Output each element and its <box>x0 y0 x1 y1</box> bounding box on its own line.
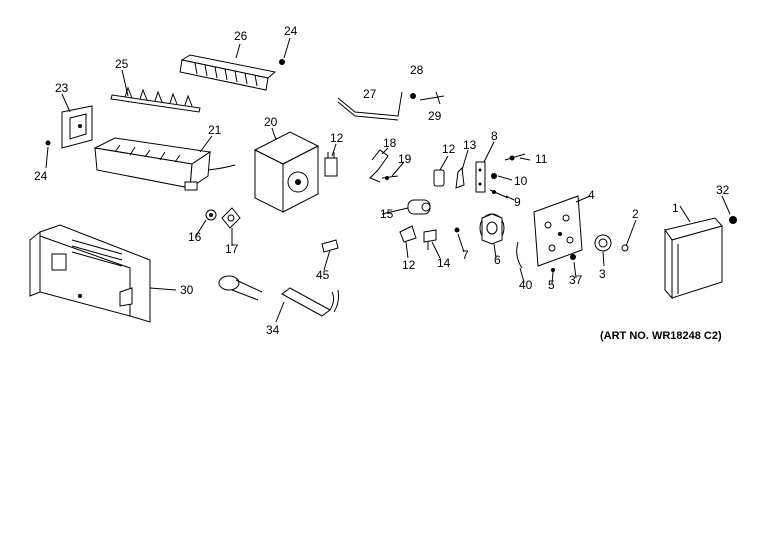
label-12-mid: 12 <box>442 142 456 156</box>
label-7: 7 <box>462 248 469 262</box>
part-14-drawing <box>423 229 437 250</box>
label-21: 21 <box>208 123 222 137</box>
part-7-drawing <box>454 227 460 233</box>
part-18-drawing <box>369 149 389 183</box>
label-10: 10 <box>514 174 528 188</box>
label-23: 23 <box>55 81 69 95</box>
part-9-drawing <box>489 189 509 199</box>
part-19-drawing <box>381 175 399 180</box>
part-40-drawing <box>516 241 523 269</box>
part-4-drawing <box>533 195 583 267</box>
label-30: 30 <box>180 283 194 297</box>
label-5: 5 <box>548 278 555 292</box>
label-29: 29 <box>428 109 442 123</box>
part-24-top-screw <box>279 59 285 65</box>
label-28: 28 <box>410 63 424 77</box>
label-32: 32 <box>716 183 730 197</box>
part-28-drawing <box>410 93 416 99</box>
label-12-upper: 12 <box>330 131 344 145</box>
part-13-drawing <box>455 166 465 189</box>
part-2-drawing <box>621 244 629 252</box>
label-34: 34 <box>266 323 280 337</box>
label-25: 25 <box>115 57 129 71</box>
label-16: 16 <box>188 230 202 244</box>
part-23-drawing <box>61 105 93 149</box>
label-17: 17 <box>225 242 239 256</box>
label-45: 45 <box>316 268 330 282</box>
part-12a-drawing <box>324 152 338 177</box>
part-3-drawing <box>594 234 612 252</box>
part-27-drawing <box>337 91 403 121</box>
part-10-drawing <box>491 173 497 179</box>
leader-lines <box>45 37 731 323</box>
label-1: 1 <box>672 201 679 215</box>
label-37: 37 <box>569 273 583 287</box>
label-11: 11 <box>535 152 548 166</box>
label-20: 20 <box>264 115 278 129</box>
part-5-drawing <box>551 268 555 272</box>
part-12b-drawing <box>433 169 445 187</box>
label-18: 18 <box>383 136 397 150</box>
art-number: (ART NO. WR18248 C2) <box>600 330 722 342</box>
label-24-top: 24 <box>284 24 298 38</box>
part-34-drawing <box>218 275 331 317</box>
label-13: 13 <box>463 138 477 152</box>
part-37-drawing <box>570 254 576 260</box>
label-8: 8 <box>491 129 498 143</box>
label-24-left: 24 <box>34 169 48 183</box>
part-1-drawing <box>664 217 723 300</box>
part-8-drawing <box>475 161 486 193</box>
label-14: 14 <box>437 256 451 270</box>
part-26-drawing <box>179 54 277 91</box>
part-29-drawing <box>419 91 445 105</box>
part-15-drawing <box>407 199 431 215</box>
label-26: 26 <box>234 29 248 43</box>
part-6-drawing <box>479 213 505 245</box>
label-12-lower: 12 <box>402 258 416 272</box>
part-25-drawing <box>110 86 201 113</box>
part-32-drawing <box>729 216 737 224</box>
part-24-left-screw <box>45 140 51 146</box>
label-15: 15 <box>380 207 394 221</box>
part-labels: 26 24 25 23 24 21 20 12 27 28 29 18 19 1… <box>34 24 730 337</box>
label-6: 6 <box>494 253 501 267</box>
part-45-drawing <box>321 239 339 313</box>
label-4: 4 <box>588 188 595 202</box>
label-3: 3 <box>599 267 606 281</box>
label-40: 40 <box>519 278 533 292</box>
part-12c-drawing <box>399 225 417 243</box>
part-11-drawing <box>504 153 526 161</box>
label-9: 9 <box>514 195 521 209</box>
part-20-drawing <box>253 131 320 213</box>
part-21-drawing <box>93 137 236 191</box>
label-2: 2 <box>632 207 639 221</box>
label-27: 27 <box>363 87 377 101</box>
part-17-drawing <box>221 207 241 229</box>
label-19: 19 <box>398 152 412 166</box>
part-30-drawing <box>29 224 151 323</box>
part-16-drawing <box>205 209 217 221</box>
